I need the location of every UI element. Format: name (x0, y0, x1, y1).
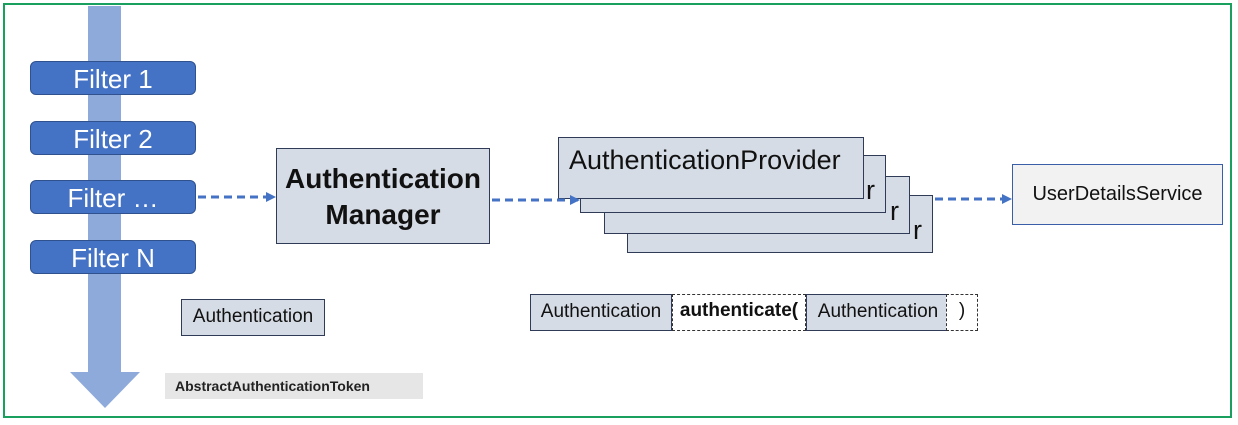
provider-stack-suffix: r (890, 196, 899, 226)
signature-return-type: Authentication (530, 294, 672, 331)
authentication-object: Authentication (181, 299, 325, 336)
authentication-provider: AuthenticationProvider (558, 137, 864, 199)
filter-1: Filter 1 (30, 61, 196, 95)
manager-line1: Authentication (285, 163, 481, 194)
authentication-manager: Authentication Manager (276, 148, 490, 244)
abstract-authentication-token-label: AbstractAuthenticationToken (165, 373, 423, 399)
filter-chain-flow-arrowhead (70, 372, 140, 408)
signature-close: ) (946, 294, 978, 331)
user-details-service: UserDetailsService (1012, 164, 1223, 225)
signature-method: authenticate( (672, 294, 806, 331)
filter-ellipsis: Filter … (30, 180, 196, 214)
signature-param: Authentication (806, 294, 950, 331)
provider-stack-suffix: r (913, 215, 922, 245)
filter-2: Filter 2 (30, 121, 196, 155)
diagram-frame (3, 3, 1232, 418)
manager-line2: Manager (325, 199, 441, 230)
provider-stack-suffix: r (866, 175, 875, 205)
filter-n: Filter N (30, 240, 196, 274)
